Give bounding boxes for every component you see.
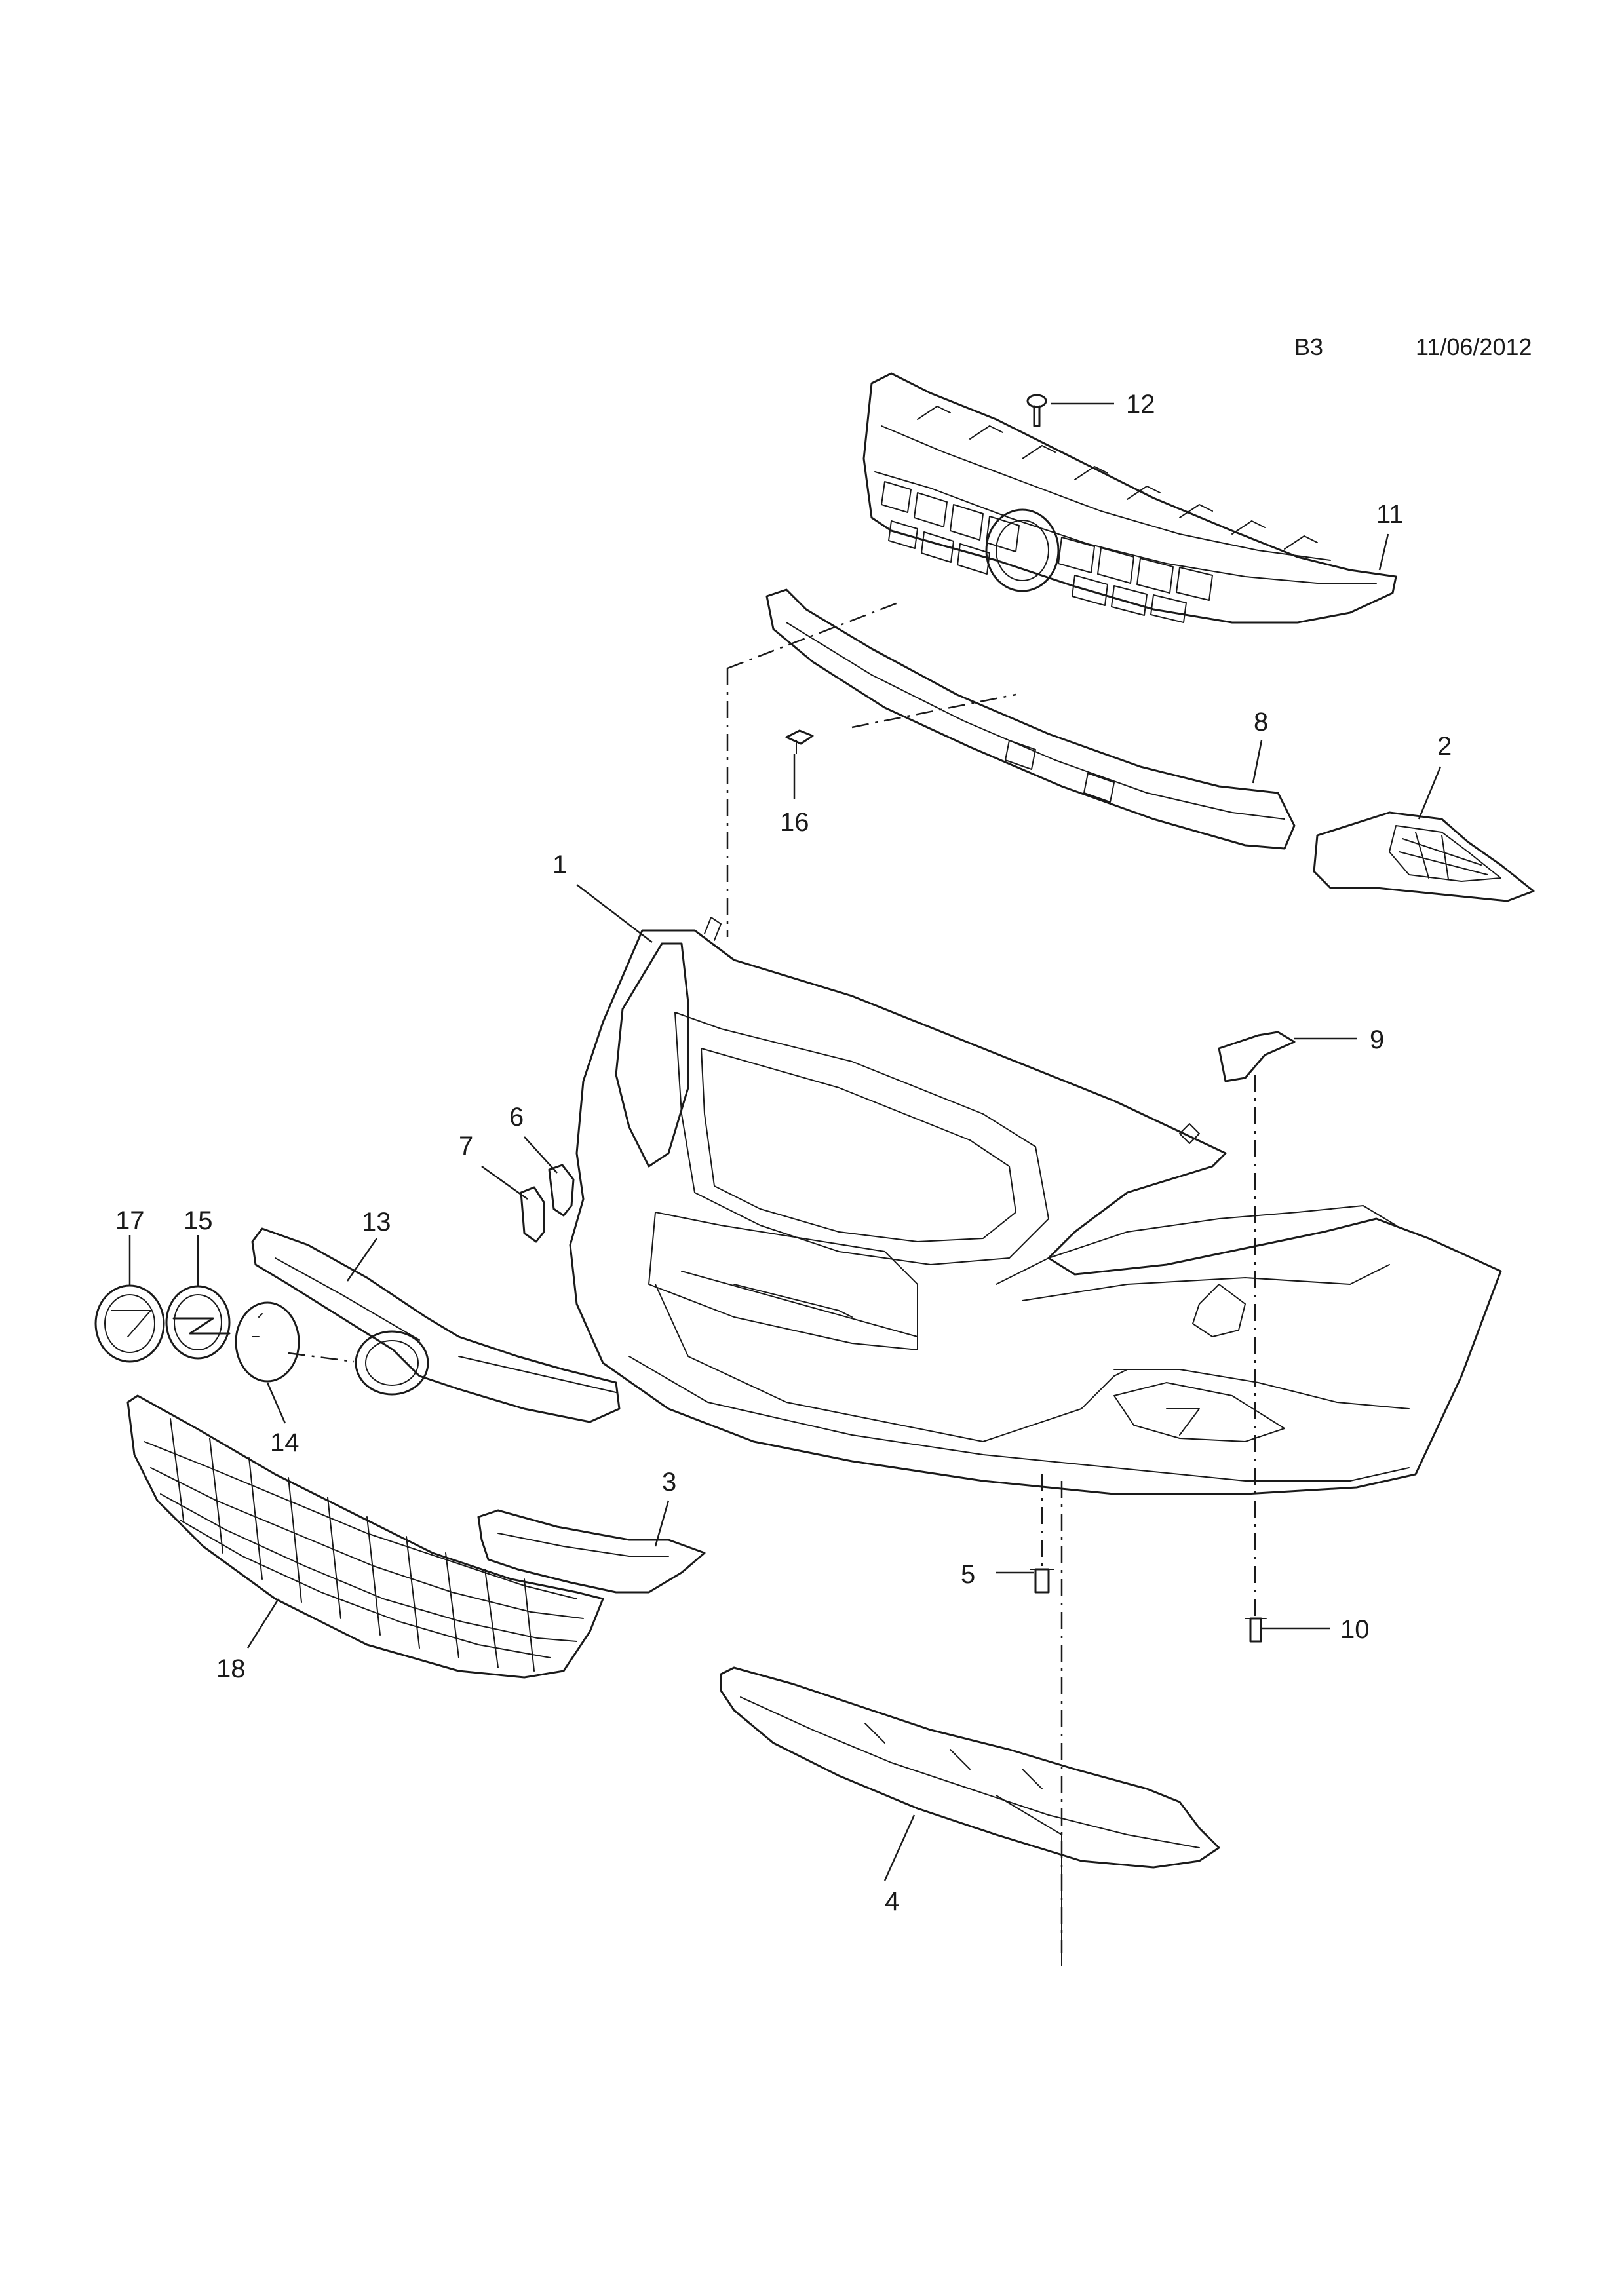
part-2-fog-lamp-grille [1313,811,1535,902]
part-8-grille-lower-strip [765,588,1296,850]
callout-labels: 12 11 8 2 16 1 9 6 7 13 17 15 14 3 18 5 … [115,390,1452,1916]
leader-lines [128,402,1442,1881]
part-7-bracket [520,1186,545,1243]
part-13-grille-trim-molding [251,1227,621,1423]
callout-9: 9 [1370,1025,1384,1054]
callout-13: 13 [362,1208,391,1236]
part-6-bracket [548,1164,575,1217]
part-5-screw [1030,1568,1054,1594]
callout-11: 11 [1376,500,1404,529]
callout-12: 12 [1126,390,1155,419]
part-17-emblem-badge [94,1284,165,1363]
callout-8: 8 [1254,708,1268,737]
part-3-side-trim [477,1509,706,1594]
part-12-screw [1026,394,1047,427]
part-4-lower-deflector [720,1666,1220,1966]
part-1-front-bumper-cover [569,917,1502,1495]
callout-14: 14 [270,1428,300,1457]
sheet-date: 11/06/2012 [1416,334,1532,360]
part-11-upper-grille-frame [862,372,1397,624]
callout-18: 18 [216,1655,246,1683]
callout-7: 7 [459,1132,473,1160]
part-18-lower-grille [126,1394,604,1679]
callout-17: 17 [115,1206,145,1235]
callout-15: 15 [184,1206,213,1235]
callout-3: 3 [662,1468,676,1497]
assembly-lines [288,602,1256,1953]
callout-16: 16 [780,808,809,837]
callout-1: 1 [552,851,567,879]
part-9-bracket [1218,1031,1296,1082]
callout-4: 4 [885,1887,899,1916]
part-10-screw [1245,1617,1267,1643]
callout-5: 5 [961,1560,975,1589]
callout-10: 10 [1340,1615,1370,1644]
sheet-code: B3 [1294,334,1323,360]
callout-2: 2 [1437,732,1452,761]
part-15-emblem [165,1285,231,1360]
callout-6: 6 [509,1103,524,1132]
part-16-clip [785,729,814,754]
part-14-emblem-disc [235,1301,300,1383]
